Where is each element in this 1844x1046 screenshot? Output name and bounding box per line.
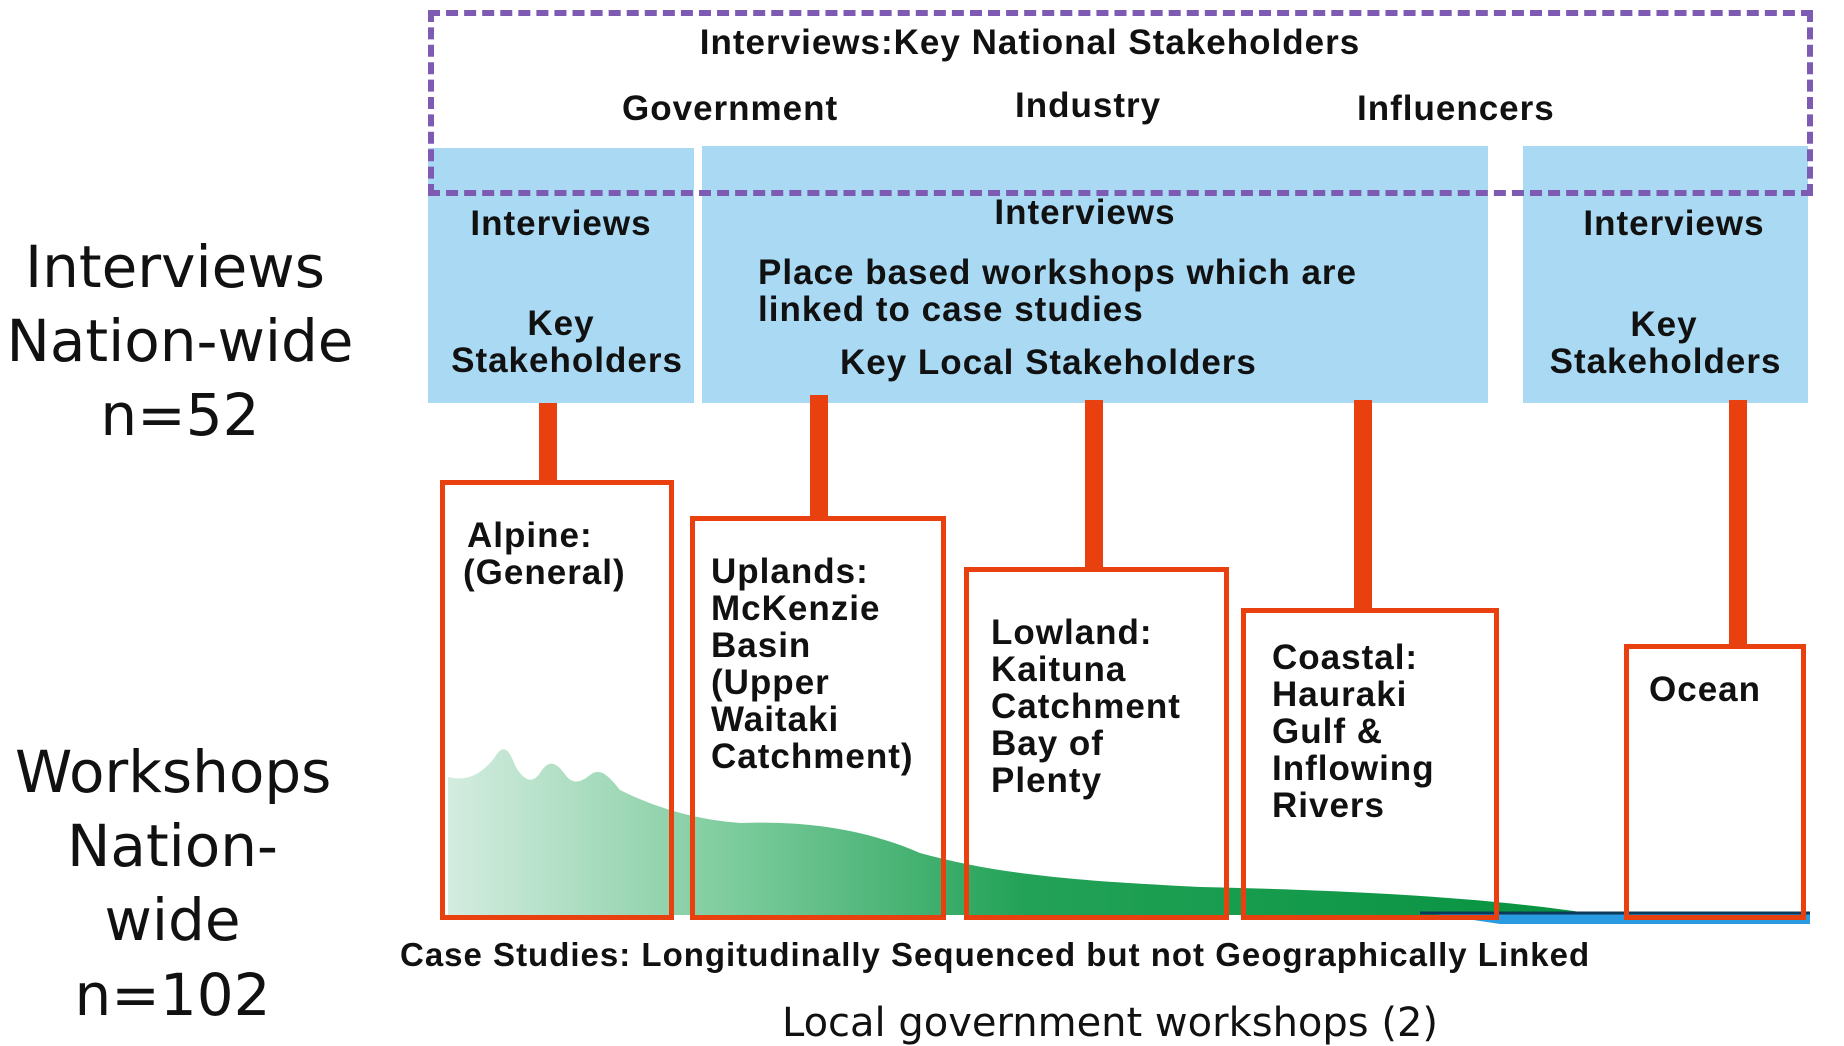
coastal-line5: Rivers — [1272, 786, 1386, 825]
workshops-nationwide-label: Workshops Nation-wide n=102 — [0, 735, 345, 1032]
case-study-lowland: Lowland: Kaituna Catchment Bay of Plenty — [964, 567, 1229, 920]
lowland-line1: Lowland: — [991, 613, 1153, 652]
lowland-line4: Bay of — [991, 724, 1104, 763]
blue-middle-interviews: Interviews — [994, 193, 1176, 232]
lowland-line5: Plenty — [991, 761, 1103, 800]
coastal-line4: Inflowing — [1272, 749, 1435, 788]
lowland-line2: Kaituna — [991, 650, 1127, 689]
group-government: Government — [622, 89, 839, 128]
blue-right-stakeholders: Stakeholders — [1549, 342, 1782, 381]
blue-left-interviews: Interviews — [470, 204, 652, 243]
uplands-line1: Uplands: — [711, 552, 869, 591]
blue-left-stakeholders: Stakeholders — [451, 341, 683, 380]
coastal-line1: Coastal: — [1272, 638, 1419, 677]
interviews-nationwide-label: Interviews Nation-wide n=52 — [0, 230, 360, 453]
blue-box-right — [1523, 146, 1808, 403]
land-terrain — [448, 749, 1600, 915]
interviews-label-line2: Nation-wide — [6, 307, 354, 376]
group-industry: Industry — [1015, 86, 1162, 125]
blue-right-interviews: Interviews — [1583, 204, 1765, 243]
case-study-coastal: Coastal: Hauraki Gulf & Inflowing Rivers — [1241, 608, 1499, 920]
blue-box-middle — [702, 146, 1488, 403]
blue-middle-workshops-line1: Place based workshops which are — [758, 253, 1357, 292]
blue-left-key: Key — [527, 304, 595, 343]
connector-lowland — [1085, 400, 1103, 567]
coastal-text: Coastal: Hauraki Gulf & Inflowing Rivers — [1272, 639, 1435, 824]
alpine-line1: Alpine: — [467, 516, 593, 555]
connector-ocean — [1729, 400, 1747, 646]
coastal-line2: Hauraki — [1272, 675, 1408, 714]
uplands-line6: Catchment) — [711, 737, 914, 776]
case-study-alpine: Alpine: (General) — [440, 480, 674, 920]
lowland-line3: Catchment — [991, 687, 1181, 726]
workshops-label-line3: n=102 — [74, 960, 271, 1029]
workshops-label-line1: Workshops — [15, 738, 332, 806]
blue-middle-local-stakeholders: Key Local Stakeholders — [840, 343, 1257, 382]
uplands-line5: Waitaki — [711, 700, 840, 739]
workshops-label-line2: Nation-wide — [67, 812, 278, 955]
connector-uplands — [810, 395, 828, 517]
coastal-line3: Gulf & — [1272, 712, 1383, 751]
local-government-workshops-caption: Local government workshops (2) — [781, 1000, 1438, 1046]
group-influencers: Influencers — [1357, 89, 1555, 128]
lowland-text: Lowland: Kaituna Catchment Bay of Plenty — [991, 614, 1181, 799]
connector-coastal — [1354, 400, 1372, 608]
interviews-label-line1: Interviews — [25, 233, 325, 301]
uplands-line4: (Upper — [711, 663, 830, 702]
uplands-line2: McKenzie — [711, 589, 881, 628]
ocean-line1: Ocean — [1649, 670, 1761, 709]
blue-middle-workshops-line2: linked to case studies — [758, 290, 1144, 329]
national-title: Interviews:Key National Stakeholders — [699, 23, 1361, 62]
case-study-ocean: Ocean — [1624, 644, 1806, 920]
uplands-text: Uplands: McKenzie Basin (Upper Waitaki C… — [711, 553, 914, 775]
national-stakeholders-box — [428, 10, 1813, 196]
case-studies-caption: Case Studies: Longitudinally Sequenced b… — [400, 936, 1591, 973]
alpine-line2: (General) — [463, 553, 626, 592]
interviews-label-line3: n=52 — [100, 381, 260, 450]
uplands-line3: Basin — [711, 626, 812, 665]
connector-alpine — [539, 403, 557, 481]
blue-right-key: Key — [1630, 305, 1698, 344]
case-study-uplands: Uplands: McKenzie Basin (Upper Waitaki C… — [690, 516, 946, 920]
